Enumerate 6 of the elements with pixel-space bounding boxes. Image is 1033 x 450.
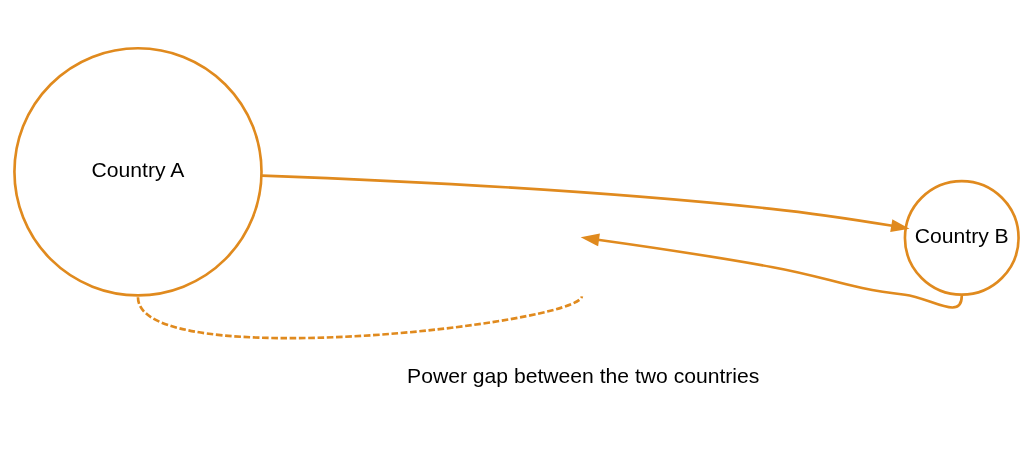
node-circle: Country B	[903, 179, 1020, 296]
label: Power gap between the two countries	[407, 363, 760, 387]
connector	[136, 295, 583, 340]
node-circle: Country A	[13, 46, 263, 297]
arrow	[261, 174, 910, 233]
arrow	[580, 233, 964, 309]
